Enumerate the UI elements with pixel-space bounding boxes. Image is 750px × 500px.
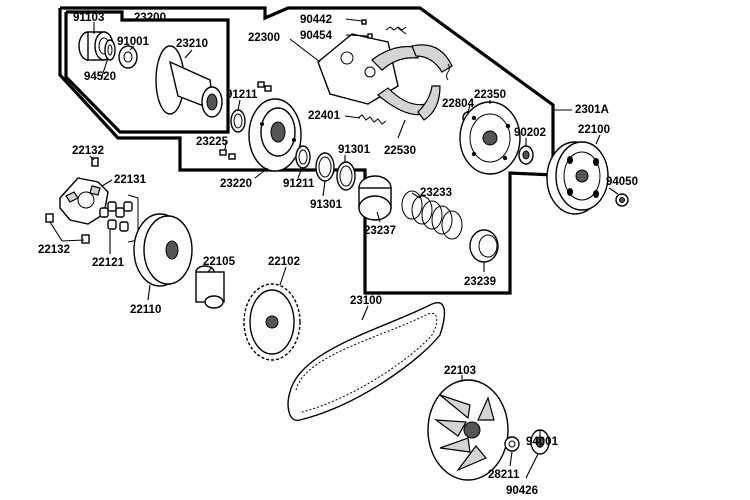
clutch-shoe-assembly-part bbox=[317, 27, 453, 121]
label-22530: 22530 bbox=[384, 145, 416, 157]
label-22121: 22121 bbox=[92, 257, 125, 269]
seal-ring-part bbox=[104, 39, 116, 61]
washer-part-28211 bbox=[504, 436, 520, 452]
label-23210: 23210 bbox=[176, 38, 208, 50]
label-22103: 22103 bbox=[444, 365, 476, 377]
pin-part bbox=[219, 81, 272, 160]
slider-part-lower-2 bbox=[81, 234, 90, 244]
spring-collar-part bbox=[358, 175, 392, 221]
spring-part-22401 bbox=[357, 114, 387, 125]
label-90454: 90454 bbox=[300, 30, 333, 42]
clutch-plate-part bbox=[459, 101, 521, 175]
label-23200: 23200 bbox=[134, 12, 166, 24]
label-22110: 22110 bbox=[130, 304, 161, 316]
o-ring-part bbox=[230, 109, 246, 133]
label-91301-lower: 91301 bbox=[310, 199, 343, 211]
nut-part bbox=[518, 145, 534, 165]
label-94001: 94001 bbox=[526, 436, 559, 448]
label-94050: 94050 bbox=[606, 176, 638, 188]
oil-seal-parts bbox=[315, 152, 356, 191]
label-22131: 22131 bbox=[114, 174, 147, 186]
label-23100: 23100 bbox=[350, 295, 382, 307]
compression-spring-part bbox=[401, 190, 463, 240]
label-91103: 91103 bbox=[73, 12, 104, 24]
subassembly-outline bbox=[64, 10, 230, 134]
nut-part-94050 bbox=[615, 193, 629, 207]
movable-drive-face-part bbox=[133, 213, 193, 287]
label-94520: 94520 bbox=[84, 71, 116, 83]
cooling-fan-part bbox=[427, 379, 509, 481]
movable-driven-face-part bbox=[248, 98, 302, 172]
label-22804: 22804 bbox=[442, 98, 475, 110]
label-22401: 22401 bbox=[308, 110, 341, 122]
label-22132-lower: 22132 bbox=[38, 244, 70, 256]
spring-part bbox=[361, 19, 407, 39]
label-22350: 22350 bbox=[474, 89, 506, 101]
spring-seat-part bbox=[469, 229, 499, 263]
label-23237: 23237 bbox=[364, 225, 396, 237]
slider-part-lower bbox=[45, 213, 54, 223]
label-2301A: 2301A bbox=[575, 104, 609, 116]
label-22102: 22102 bbox=[268, 256, 300, 268]
slider-part bbox=[91, 157, 99, 167]
label-22300: 22300 bbox=[248, 32, 280, 44]
label-22105: 22105 bbox=[203, 256, 236, 268]
label-23225: 23225 bbox=[196, 136, 229, 148]
label-23233: 23233 bbox=[420, 187, 452, 199]
label-91301-upper: 91301 bbox=[338, 144, 371, 156]
label-91001: 91001 bbox=[117, 36, 150, 48]
assembly-outline bbox=[58, 6, 555, 295]
label-22132-upper: 22132 bbox=[72, 145, 104, 157]
roller-weights-part bbox=[99, 201, 133, 232]
label-91211-upper: 91211 bbox=[226, 89, 258, 101]
ball-bearing-part bbox=[118, 45, 138, 69]
label-90426: 90426 bbox=[506, 485, 538, 497]
label-28211: 28211 bbox=[488, 469, 520, 481]
label-23220: 23220 bbox=[220, 178, 252, 190]
drive-collar-part bbox=[195, 265, 225, 309]
driven-face-part bbox=[155, 45, 223, 118]
drive-belt-part bbox=[287, 302, 446, 421]
label-22100: 22100 bbox=[578, 124, 610, 136]
label-90442: 90442 bbox=[300, 14, 332, 26]
fixed-drive-face-part bbox=[243, 283, 301, 361]
label-23239: 23239 bbox=[464, 276, 496, 288]
label-91211-lower: 91211 bbox=[283, 178, 315, 190]
label-90202: 90202 bbox=[514, 127, 546, 139]
leader-lines bbox=[49, 18, 619, 479]
o-ring-part-lower bbox=[295, 145, 311, 169]
clutch-bell-part bbox=[546, 141, 609, 215]
